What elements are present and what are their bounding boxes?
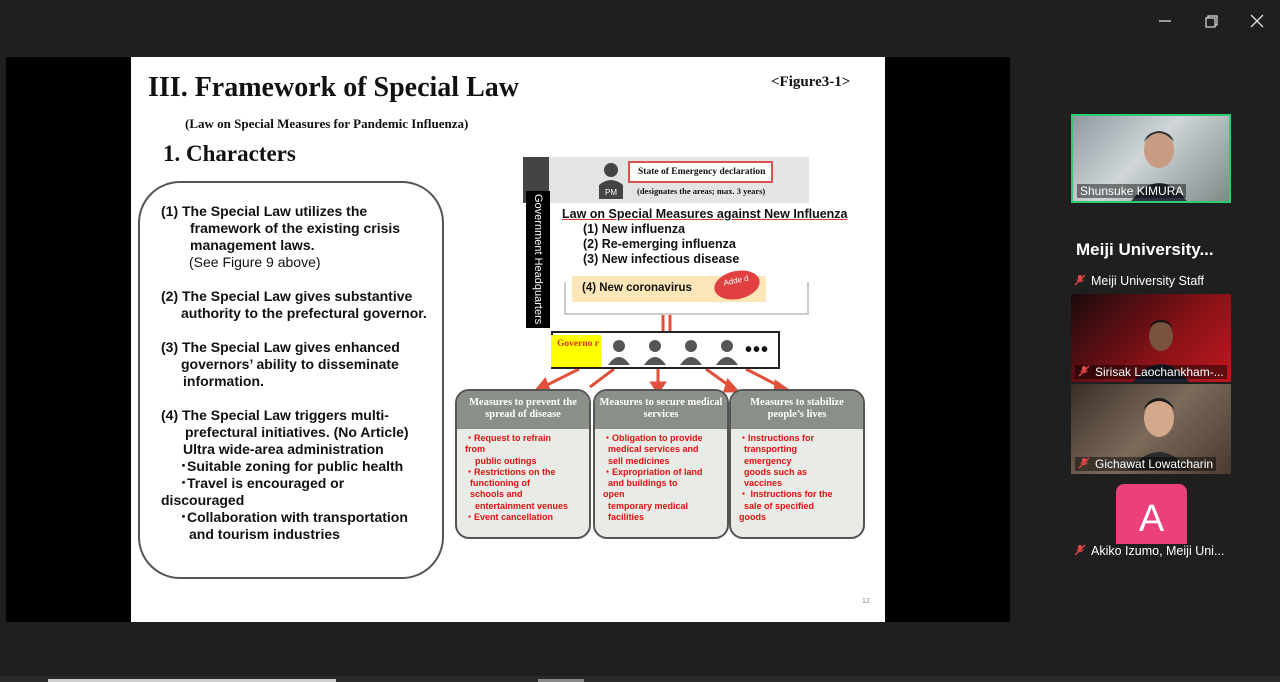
measure-body: ・Request to refrain from public outings … [465,433,569,523]
state-of-emergency-note: (designates the areas; max. 3 years) [637,186,766,196]
window-titlebar [0,0,1280,42]
law-item: (3) New infectious disease [583,252,740,266]
person-icon [680,340,702,365]
point-text: ･Travel is encouraged or [180,475,345,491]
more-governors-dots: ••• [745,339,770,361]
participant-name-row: Gichawat Lowatcharin [1075,457,1217,471]
minimize-button[interactable] [1152,8,1178,34]
mic-muted-icon [1078,365,1090,377]
point-text: authority to the prefectural governor. [181,305,427,321]
point-text: prefectural initiatives. (No Article) [185,424,409,440]
point-text: (See Figure 9 above) [189,254,321,270]
participant-group-header: Meiji University... [1076,240,1214,259]
point-text: ･Suitable zoning for public health [180,458,404,474]
participant-video-tile[interactable]: Gichawat Lowatcharin [1071,384,1231,474]
measure-box-prevent-spread: Measures to prevent the spread of diseas… [455,389,591,539]
person-icon [716,340,738,365]
point-text: framework of the existing crisis [190,220,401,236]
participant-name: Shunsuke KIMURA [1077,184,1187,198]
slide-subtitle: (Law on Special Measures for Pandemic In… [185,116,469,131]
speaker-video-tile[interactable]: Shunsuke KIMURA [1071,114,1231,203]
pm-label: PM [605,188,617,197]
measure-body: ・Obligation to provide medical services … [603,433,703,523]
measure-body: ・Instructions for transporting emergency… [739,433,833,523]
person-video-silhouette [1129,398,1189,470]
law-title: Law on Special Measures against New Infl… [562,207,848,221]
minimize-icon [1159,20,1171,22]
participant-avatar[interactable]: A [1116,484,1187,555]
point-text: governors’ ability to disseminate [181,356,399,372]
participant-name: Gichawat Lowatcharin [1095,457,1214,471]
participant-video-tile[interactable]: Sirisak Laochankham-... [1071,294,1231,382]
mic-muted-icon [1078,457,1090,469]
pm-person-icon: PM [599,163,623,199]
participant-name: Akiko Izumo, Meiji Uni... [1091,544,1225,558]
participant-row[interactable]: Meiji University Staff [1074,274,1204,288]
section-heading: 1. Characters [163,141,296,166]
governor-label: Governo r [551,335,601,367]
measure-box-medical-services: Measures to secure medical services ・Obl… [593,389,729,539]
state-of-emergency-box: State of Emergency declaration [628,161,773,183]
law-bracket [564,282,809,315]
measure-heading: Measures to stabilize people’s lives [731,391,863,429]
restore-button[interactable] [1198,8,1224,34]
participant-name: Sirisak Laochankham-... [1095,365,1224,379]
point-text: (2) The Special Law gives substantive [161,288,413,304]
slide-title: III. Framework of Special Law [148,72,519,103]
person-icon [608,340,630,365]
page-number: 12 [862,598,870,605]
person-video-silhouette [1133,320,1189,382]
participant-name-row[interactable]: Akiko Izumo, Meiji Uni... [1074,544,1229,558]
mic-muted-icon [1074,544,1086,556]
point-text: information. [183,373,264,389]
measure-heading: Measures to secure medical services [595,391,727,429]
participant-name-row: Sirisak Laochankham-... [1075,365,1227,379]
close-icon [1250,14,1264,28]
point-text: (1) The Special Law utilizes the [161,203,368,219]
point-text: management laws. [190,237,315,253]
measure-box-stabilize-lives: Measures to stabilize people’s lives ・In… [729,389,865,539]
characters-box [138,181,444,579]
taskbar-item[interactable] [48,679,336,682]
law-item: (2) Re-emerging influenza [583,237,736,251]
person-icon [644,340,666,365]
point-text: ･Collaboration with transportation [180,509,408,525]
presentation-slide: III. Framework of Special Law <Figure3-1… [131,57,885,622]
point-text: (4) The Special Law triggers multi- [161,407,389,423]
participant-name: Meiji University Staff [1091,274,1204,288]
taskbar [0,676,1280,682]
government-headquarters-label: Government Headquarters [526,191,550,328]
restore-icon [1205,15,1218,28]
mic-muted-icon [1074,274,1086,286]
person-video-silhouette [1131,131,1187,201]
close-button[interactable] [1244,8,1270,34]
taskbar-item[interactable] [538,679,584,682]
law-item: (1) New influenza [583,222,686,236]
point-text: (3) The Special Law gives enhanced [161,339,400,355]
measure-heading: Measures to prevent the spread of diseas… [457,391,589,429]
point-text: discouraged [161,492,245,508]
point-text: Ultra wide-area administration [183,441,384,457]
point-text: and tourism industries [189,526,340,542]
figure-label: <Figure3-1> [771,74,851,90]
